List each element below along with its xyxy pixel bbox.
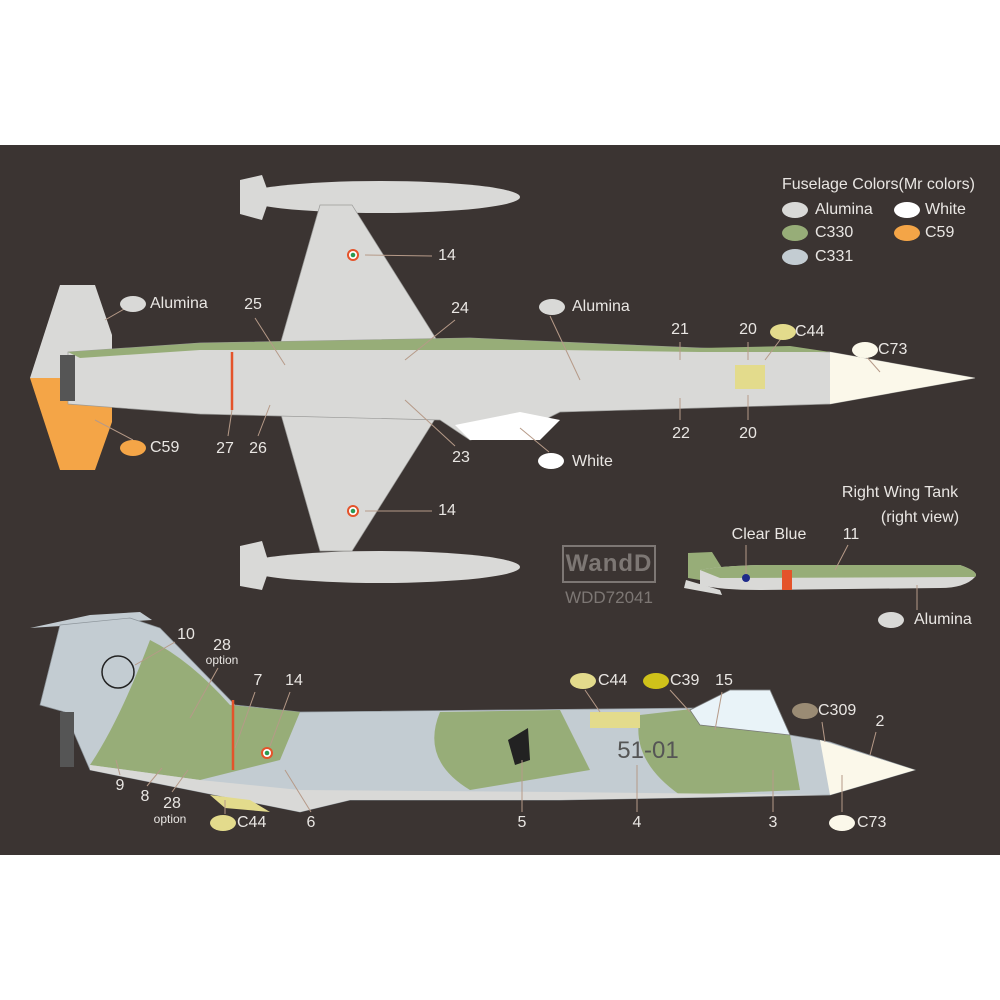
top-view-aircraft [30, 175, 976, 590]
callout-22: 22 [672, 425, 690, 442]
color-c44: C44 [795, 323, 825, 340]
alumina-tank-label: Alumina [914, 611, 972, 628]
clear-blue-label: Clear Blue [731, 526, 807, 543]
option-bottom: option [153, 812, 187, 826]
color-c39: C39 [670, 672, 700, 689]
callout-14-side: 14 [285, 672, 303, 689]
swatch-c59 [120, 440, 146, 456]
swatch-c44-side [570, 673, 596, 689]
swatch-c39 [643, 673, 669, 689]
legend-title: Fuselage Colors(Mr colors) [782, 176, 975, 193]
callout-5: 5 [517, 814, 527, 831]
swatch-c309 [792, 703, 818, 719]
color-white: White [572, 453, 613, 470]
swatch-c331 [782, 249, 808, 265]
color-c59: C59 [150, 439, 180, 456]
callout-20: 20 [739, 321, 757, 338]
callout-28-bottom: 28 [163, 795, 181, 812]
wing-bottom [279, 410, 441, 552]
serial-number: 51-01 [617, 737, 678, 764]
callout-25: 25 [244, 296, 262, 313]
swatch-c44-belly [210, 815, 236, 831]
side-view-aircraft: 51-01 [30, 612, 917, 813]
legend-c331: C331 [815, 248, 854, 265]
wing-top [279, 204, 441, 346]
callout-11: 11 [842, 526, 860, 543]
callout-9: 9 [115, 777, 125, 794]
callout-8: 8 [140, 788, 150, 805]
swatch-white [894, 202, 920, 218]
option-top: option [205, 653, 239, 667]
callout-23: 23 [452, 449, 470, 466]
swatch-c59 [894, 225, 920, 241]
swatch-c73 [852, 342, 878, 358]
callout-3: 3 [768, 814, 778, 831]
callout-27: 27 [216, 440, 234, 457]
callout-20b: 20 [739, 425, 757, 442]
top-leaders [94, 254, 881, 512]
color-alumina-body: Alumina [572, 298, 630, 315]
wandd-logo: WandD [562, 545, 656, 583]
swatch-c330 [782, 225, 808, 241]
wing-tank-subtitle: (right view) [880, 509, 960, 526]
callout-28-top: 28 [213, 637, 231, 654]
callout-7: 7 [253, 672, 263, 689]
color-c73-side: C73 [857, 814, 887, 831]
swatch-alumina [782, 202, 808, 218]
wing-tank-drawing [684, 544, 976, 610]
callout-10: 10 [177, 626, 195, 643]
tip-tank-top [240, 181, 520, 213]
callout-14b: 14 [438, 502, 456, 519]
color-alumina-tail: Alumina [150, 295, 208, 312]
legend-c59: C59 [925, 224, 955, 241]
swatch-alumina-body [539, 299, 565, 315]
callout-15: 15 [715, 672, 733, 689]
callout-24: 24 [451, 300, 469, 317]
callout-4: 4 [632, 814, 642, 831]
callout-14: 14 [438, 247, 456, 264]
color-c309: C309 [818, 702, 857, 719]
swatch-white [538, 453, 564, 469]
callout-26: 26 [249, 440, 267, 457]
callout-6: 6 [306, 814, 316, 831]
color-c44-side: C44 [598, 672, 628, 689]
swatch-c44 [770, 324, 796, 340]
wing-tank-title: Right Wing Tank [841, 484, 959, 501]
product-code: WDD72041 [565, 588, 653, 607]
callout-2: 2 [875, 713, 885, 730]
legend-alumina: Alumina [815, 201, 873, 218]
color-c73: C73 [878, 341, 908, 358]
color-c44-belly: C44 [237, 814, 267, 831]
tip-tank-bottom [240, 551, 520, 583]
legend-c330: C330 [815, 224, 854, 241]
swatch-alumina-tail [120, 296, 146, 312]
nose-cone-side [820, 740, 915, 795]
swatch-alumina-tank [878, 612, 904, 628]
callout-21: 21 [671, 321, 689, 338]
swatch-c73-side [829, 815, 855, 831]
legend-white: White [925, 201, 966, 218]
nose-cone [830, 352, 975, 404]
side-leaders [115, 641, 877, 814]
